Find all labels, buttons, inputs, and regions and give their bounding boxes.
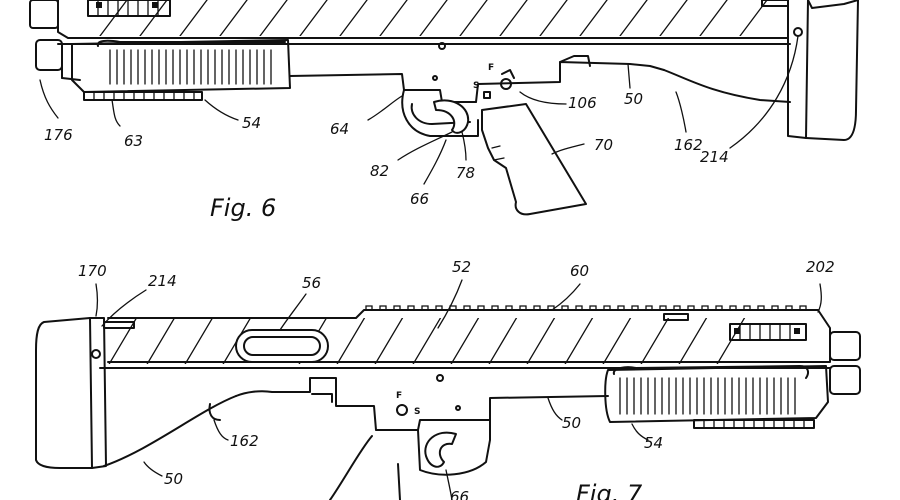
fig7-lower-receiver: F S <box>235 374 609 500</box>
fig6-ref-64: 64 <box>330 120 349 138</box>
fig6-reference-numerals: 176 63 54 64 82 66 78 70 106 50 162 214 <box>44 90 729 208</box>
fig7-ref-202: 202 <box>806 258 835 276</box>
fig7-ref-56: 56 <box>302 274 321 292</box>
fig6-ref-66: 66 <box>410 190 429 208</box>
fig6-leader-lines <box>39 35 799 185</box>
fig6-ref-162: 162 <box>674 136 703 154</box>
fig6-ref-106: 106 <box>568 94 597 112</box>
fig7-ref-60: 60 <box>570 262 589 280</box>
fig7-ref-50-receiver: 50 <box>562 414 581 432</box>
fig6-handguard-ribs <box>109 49 272 85</box>
fig6-ref-176: 176 <box>44 126 73 144</box>
fig6-ref-63: 63 <box>124 132 143 150</box>
fig7-buttstock <box>35 317 237 469</box>
fig6-ref-82: 82 <box>370 162 389 180</box>
fig6-selector-fire-label: F <box>488 63 494 73</box>
fig7-ref-214: 214 <box>148 272 177 290</box>
fig6-receiver-body <box>29 0 791 81</box>
fig7-selector-safe-label: S <box>414 407 420 417</box>
fig6-ref-54: 54 <box>242 114 261 132</box>
fig7-ref-162: 162 <box>230 432 259 450</box>
fig7-ejection-port <box>235 329 329 363</box>
fig7-reference-numerals: 170 214 56 52 60 202 162 50 50 54 66 <box>78 258 835 500</box>
fig6-buttstock <box>761 0 859 141</box>
fig7-hatching <box>108 318 746 364</box>
fig6-ref-214: 214 <box>700 148 729 166</box>
fig7-ref-170: 170 <box>78 262 107 280</box>
fig7-ref-54: 54 <box>644 434 663 452</box>
fig6-lower-receiver: S F <box>289 42 791 216</box>
fig7-caption: Fig. 7 <box>576 480 643 500</box>
fig7-top-rail-teeth <box>365 305 807 311</box>
fig6-ref-78: 78 <box>456 164 475 182</box>
fig6-handguard <box>71 39 291 101</box>
fig6-caption: Fig. 6 <box>210 194 276 222</box>
fig6-selector-safe-label: S <box>473 81 479 91</box>
figure-7: F S 170 214 <box>35 258 861 500</box>
fig7-ref-50-stock: 50 <box>164 470 183 488</box>
fig6-ref-70: 70 <box>594 136 613 154</box>
fig7-ref-66: 66 <box>450 488 469 500</box>
fig7-ref-52: 52 <box>452 258 471 276</box>
fig7-leader-lines <box>95 279 822 500</box>
fig7-handguard-ribs <box>619 377 796 415</box>
fig7-selector-fire-label: F <box>396 391 402 401</box>
fig6-ref-50: 50 <box>624 90 643 108</box>
fig7-handguard <box>604 365 829 429</box>
figure-6: S F 176 63 <box>29 0 859 222</box>
fig6-hatching <box>99 0 768 36</box>
